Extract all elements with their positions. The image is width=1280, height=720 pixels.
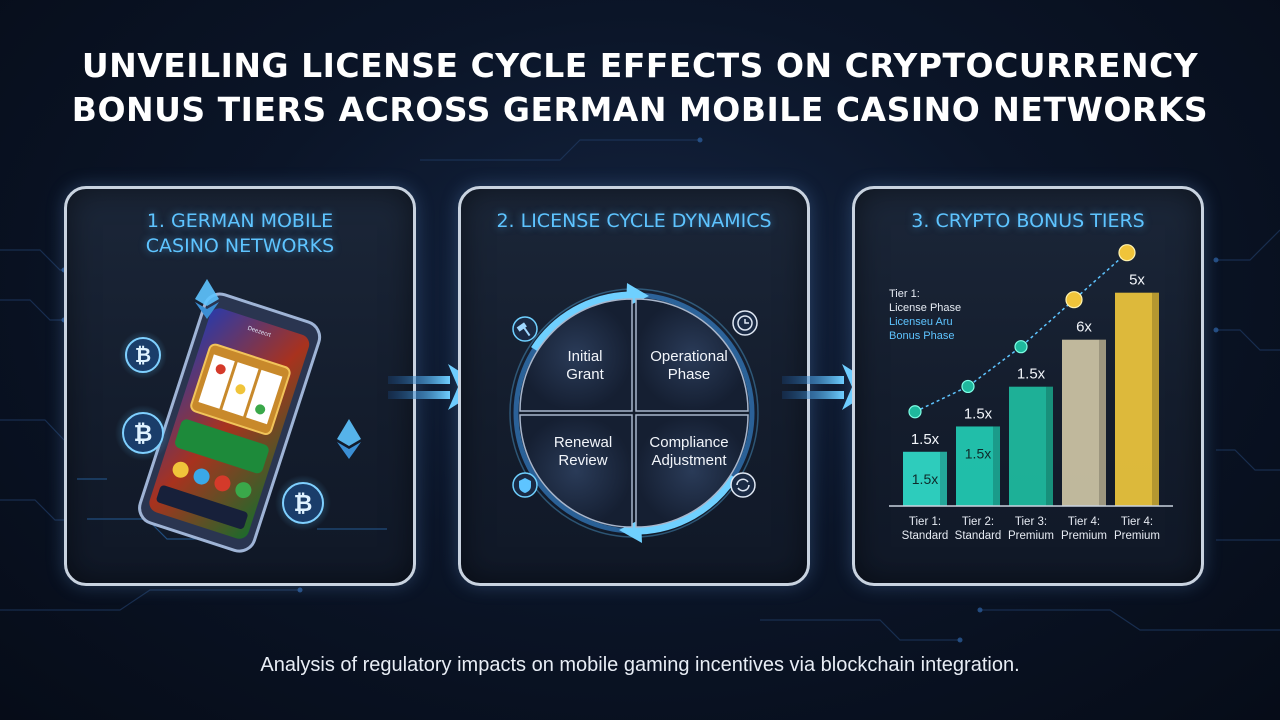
coin-icon xyxy=(1065,291,1083,309)
coin-icon xyxy=(1118,244,1136,262)
category-label-1-line-1: Tier 1: xyxy=(909,516,941,528)
category-label-3-line-1: Tier 3: xyxy=(1015,516,1047,528)
category-label-5-line-1: Tier 4: xyxy=(1121,516,1153,528)
panel-1-title-line-2: CASINO NETWORKS xyxy=(145,235,335,257)
legend-line-2: License Phase xyxy=(889,302,962,314)
bitcoin-icon: ₿ xyxy=(275,475,331,531)
category-label-3-line-2: Premium xyxy=(1008,530,1054,542)
page-title-line-1: UNVEILING LICENSE CYCLE EFFECTS ON CRYPT… xyxy=(81,46,1199,85)
quadrant-initial-grant-line-1: Initial xyxy=(567,348,602,365)
page-title-line-2: BONUS TIERS ACROSS GERMAN MOBILE CASINO … xyxy=(71,90,1209,129)
coin-icon xyxy=(908,405,922,419)
legend-line-4: Bonus Phase xyxy=(889,330,955,342)
chart-legend: Tier 1: License Phase Licenseu Aru Bonus… xyxy=(889,287,961,343)
bar-value-label-5: 5x xyxy=(1129,272,1145,289)
category-label-4-line-2: Premium xyxy=(1061,530,1107,542)
bar-value-label-4: 6x xyxy=(1076,319,1092,336)
panel-1-title: 1. GERMAN MOBILE CASINO NETWORKS xyxy=(67,209,413,259)
bar-shade-4 xyxy=(1099,339,1106,506)
license-cycle-diagram: Initial Grant Operational Phase Renewal … xyxy=(509,283,759,543)
quadrant-operational-phase-line-1: Operational xyxy=(650,348,728,365)
category-label-2-line-1: Tier 2: xyxy=(962,516,994,528)
panel-license-cycle-dynamics: 2. LICENSE CYCLE DYNAMICS Initial Grant … xyxy=(458,186,810,586)
category-label-2-line-2: Standard xyxy=(955,530,1002,542)
cycle-quadrants xyxy=(519,298,749,528)
quadrant-initial-grant-line-2: Grant xyxy=(566,366,604,383)
bar-shade-5 xyxy=(1152,292,1159,506)
panel-mobile-casino-networks: 1. GERMAN MOBILE CASINO NETWORKS Deezecr… xyxy=(64,186,416,586)
refresh-icon xyxy=(730,472,756,498)
svg-text:₿: ₿ xyxy=(294,490,313,516)
category-label-1-line-2: Standard xyxy=(902,530,949,542)
bar-value-label-1: 1.5x xyxy=(911,431,940,448)
panel-3-title: 3. CRYPTO BONUS TIERS xyxy=(911,210,1145,232)
mobile-casino-illustration: Deezecrt ₿ ₿ xyxy=(77,279,387,553)
coin-icon xyxy=(961,379,975,394)
bitcoin-icon: ₿ xyxy=(115,405,171,461)
panel-2-title: 2. LICENSE CYCLE DYNAMICS xyxy=(496,210,772,232)
caption: Analysis of regulatory impacts on mobile… xyxy=(260,654,1020,676)
ethereum-icon xyxy=(195,279,219,319)
clock-icon xyxy=(732,310,758,336)
bar-tier-3 xyxy=(1009,386,1053,506)
quadrant-operational-phase-line-2: Phase xyxy=(668,366,711,383)
page-title: UNVEILING LICENSE CYCLE EFFECTS ON CRYPT… xyxy=(0,44,1280,132)
shield-icon xyxy=(512,472,538,498)
bar-value-label-3: 1.5x xyxy=(1017,366,1046,383)
coin-icon xyxy=(1014,340,1028,354)
bar-shade-2 xyxy=(993,426,1000,506)
gavel-icon xyxy=(512,316,538,342)
bar-value-label-2: 1.5x xyxy=(964,405,993,422)
bar-tier-4 xyxy=(1062,339,1106,506)
legend-line-1: Tier 1: xyxy=(889,288,920,300)
smartphone: Deezecrt xyxy=(138,292,322,553)
bitcoin-icon: ₿ xyxy=(119,331,167,379)
bar-inner-label-1: 1.5x xyxy=(912,471,938,487)
category-label-5-line-2: Premium xyxy=(1114,530,1160,542)
svg-text:₿: ₿ xyxy=(135,345,151,367)
quadrant-renewal-review-line-2: Review xyxy=(558,452,607,469)
ethereum-icon xyxy=(337,419,361,459)
bar-inner-label-2: 1.5x xyxy=(965,445,991,461)
bar-tier-1 xyxy=(903,451,947,506)
bar-tier-2 xyxy=(956,426,1000,506)
svg-text:₿: ₿ xyxy=(134,420,153,446)
quadrant-compliance-adjustment-line-1: Compliance xyxy=(649,434,728,451)
category-label-4-line-1: Tier 4: xyxy=(1068,516,1100,528)
panel-crypto-bonus-tiers: 3. CRYPTO BONUS TIERS Tier 1: License Ph… xyxy=(852,186,1204,586)
quadrant-compliance-adjustment-line-2: Adjustment xyxy=(651,452,727,469)
legend-line-3: Licenseu Aru xyxy=(889,316,953,328)
quadrant-renewal-review-line-1: Renewal xyxy=(554,434,612,451)
panel-1-title-line-1: 1. GERMAN MOBILE xyxy=(146,210,334,232)
bar-tier-5 xyxy=(1115,292,1159,506)
bar-shade-1 xyxy=(940,451,947,506)
bar-shade-3 xyxy=(1046,386,1053,506)
